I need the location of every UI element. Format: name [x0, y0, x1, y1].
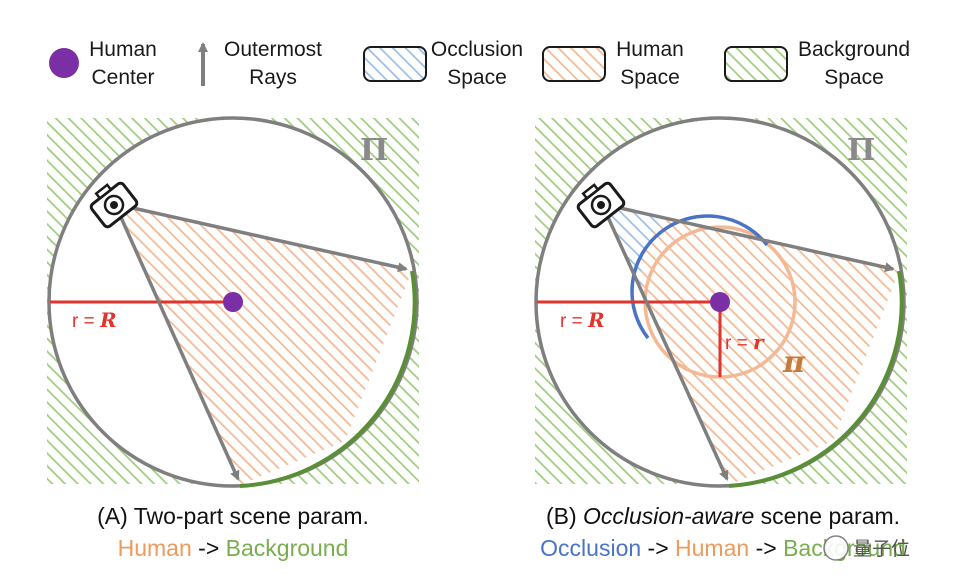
scene-symbol-big-pi: Π	[360, 133, 388, 168]
legend-background-space-line1: Background	[798, 38, 910, 61]
legend-outermost-rays-line1: Outermost	[224, 38, 322, 61]
scene-circle	[534, 116, 906, 488]
legend: Human Center Outermost Rays Occlusion Sp…	[49, 38, 910, 89]
legend-background-space: Background Space	[724, 38, 910, 89]
human-center-swatch	[49, 48, 79, 78]
radius-label: r = R	[560, 308, 605, 332]
legend-human-center-line2: Center	[91, 66, 154, 89]
legend-human-space-line1: Human	[616, 38, 684, 61]
small-radius-label: r = r	[725, 330, 765, 354]
scene-symbol-big-pi: Π	[847, 133, 875, 168]
human-symbol-small-pi: π	[782, 345, 806, 380]
occlusion-arc	[630, 214, 769, 340]
legend-human-space-line2: Space	[620, 66, 680, 89]
legend-background-space-line2: Space	[824, 66, 884, 89]
legend-occlusion-space-line1: Occlusion	[431, 38, 523, 61]
scene-circle	[47, 116, 419, 488]
legend-human-center-line1: Human	[89, 38, 157, 61]
legend-outermost-rays-line2: Rays	[249, 66, 297, 89]
legend-outermost-rays: Outermost Rays	[198, 38, 322, 89]
human-center-dot	[223, 292, 243, 312]
background-arc	[239, 270, 417, 488]
background-space-swatch	[724, 46, 788, 82]
outermost-ray-lower	[113, 203, 240, 481]
watermark: 量子位	[823, 535, 910, 561]
watermark-logo-icon	[823, 535, 849, 561]
occlusion-space-swatch	[363, 46, 427, 82]
radius-label: r = R	[72, 308, 117, 332]
caption-b-order: Occlusion -> Human -> Background	[540, 535, 906, 561]
caption-b: (B) Occlusion-aware scene param.	[546, 503, 900, 529]
camera-icon	[89, 181, 139, 229]
panel-b: Π π r = R r = r	[534, 116, 907, 488]
caption-a: (A) Two-part scene param.	[97, 503, 369, 529]
human-center-dot	[710, 292, 730, 312]
legend-occlusion-space: Occlusion Space	[363, 38, 523, 89]
caption-a-order: Human -> Background	[118, 535, 349, 561]
panel-a: Π r = R	[47, 116, 419, 488]
human-space-region	[602, 204, 899, 485]
captions: (A) Two-part scene param. Human -> Backg…	[97, 503, 910, 561]
outermost-ray-upper	[601, 202, 895, 273]
human-space-region	[115, 204, 412, 485]
human-space-swatch	[542, 46, 606, 82]
watermark-text: 量子位	[853, 538, 910, 560]
outermost-ray-lower	[600, 203, 729, 481]
camera-icon	[576, 181, 626, 229]
outermost-ray-upper	[114, 202, 408, 273]
legend-human-center: Human Center	[49, 38, 157, 89]
background-arc	[728, 270, 904, 488]
legend-human-space: Human Space	[542, 38, 684, 89]
legend-occlusion-space-line2: Space	[447, 66, 507, 89]
occlusion-space-region	[602, 204, 665, 302]
